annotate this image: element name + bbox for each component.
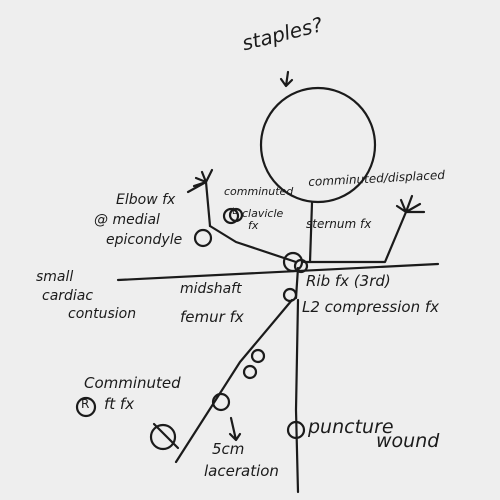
puncture-line2: wound [376, 430, 440, 452]
left-forearm [204, 180, 212, 228]
elbow-fx-circle [193, 228, 213, 248]
left-hand [186, 168, 214, 194]
left-leg [174, 298, 294, 464]
shoulder-line [116, 262, 440, 282]
right-leg [294, 298, 300, 494]
clavicle-label-line2: clavicle [242, 207, 284, 220]
ankle-fx-circle [149, 423, 177, 451]
tib-fx-circle [211, 392, 231, 412]
head-circle [259, 86, 377, 204]
staples-arrow [279, 70, 294, 88]
circled-l-letter: L [232, 207, 238, 217]
medial-epicondyle-line1: @ medial [94, 212, 160, 228]
elbow-fx-label: Elbow fx [116, 192, 176, 208]
clavicle-label-line1: comminuted [224, 185, 294, 198]
small-cardiac-line3: contusion [68, 306, 137, 322]
circled-l-mark [228, 207, 244, 223]
clavicle-fx-circle [222, 207, 240, 225]
puncture-line1: puncture [308, 416, 394, 438]
comminuted-tib-line2: ft fx [104, 395, 135, 413]
puncture-circle [286, 420, 306, 440]
midshaft-line2: femur fx [180, 308, 244, 326]
sternum-circle [293, 258, 309, 274]
circled-r-letter: R [81, 397, 90, 411]
midshaft-line1: midshaft [180, 281, 242, 297]
right-hand [395, 194, 426, 214]
medial-epicondyle-line2: epicondyle [106, 232, 183, 248]
laceration-arrow [228, 416, 242, 442]
l2-compression-label: L2 compression fx [302, 298, 440, 316]
rib-fx-label: Rib fx (3rd) [306, 272, 391, 290]
right-upper-arm [302, 210, 408, 264]
comminuted-tib-line1: Comminuted [84, 374, 181, 392]
clavicle-label-line3: fx [248, 219, 259, 232]
femur-fx-circle-1 [250, 348, 266, 364]
laceration-line1: 5cm [212, 440, 245, 458]
laceration-line2: laceration [204, 462, 279, 480]
small-cardiac-line2: cardiac [42, 288, 94, 304]
small-cardiac-line1: small [36, 269, 74, 285]
rib-fx-circle [282, 251, 304, 273]
neck-line [308, 201, 314, 264]
l2-fx-circle [282, 287, 298, 303]
femur-fx-circle-2 [242, 364, 258, 380]
left-upper-arm [208, 224, 298, 264]
sternum-fx-label: sternum fx [306, 217, 372, 231]
circled-r-mark [75, 396, 97, 418]
tib-tick-mark [152, 422, 180, 450]
